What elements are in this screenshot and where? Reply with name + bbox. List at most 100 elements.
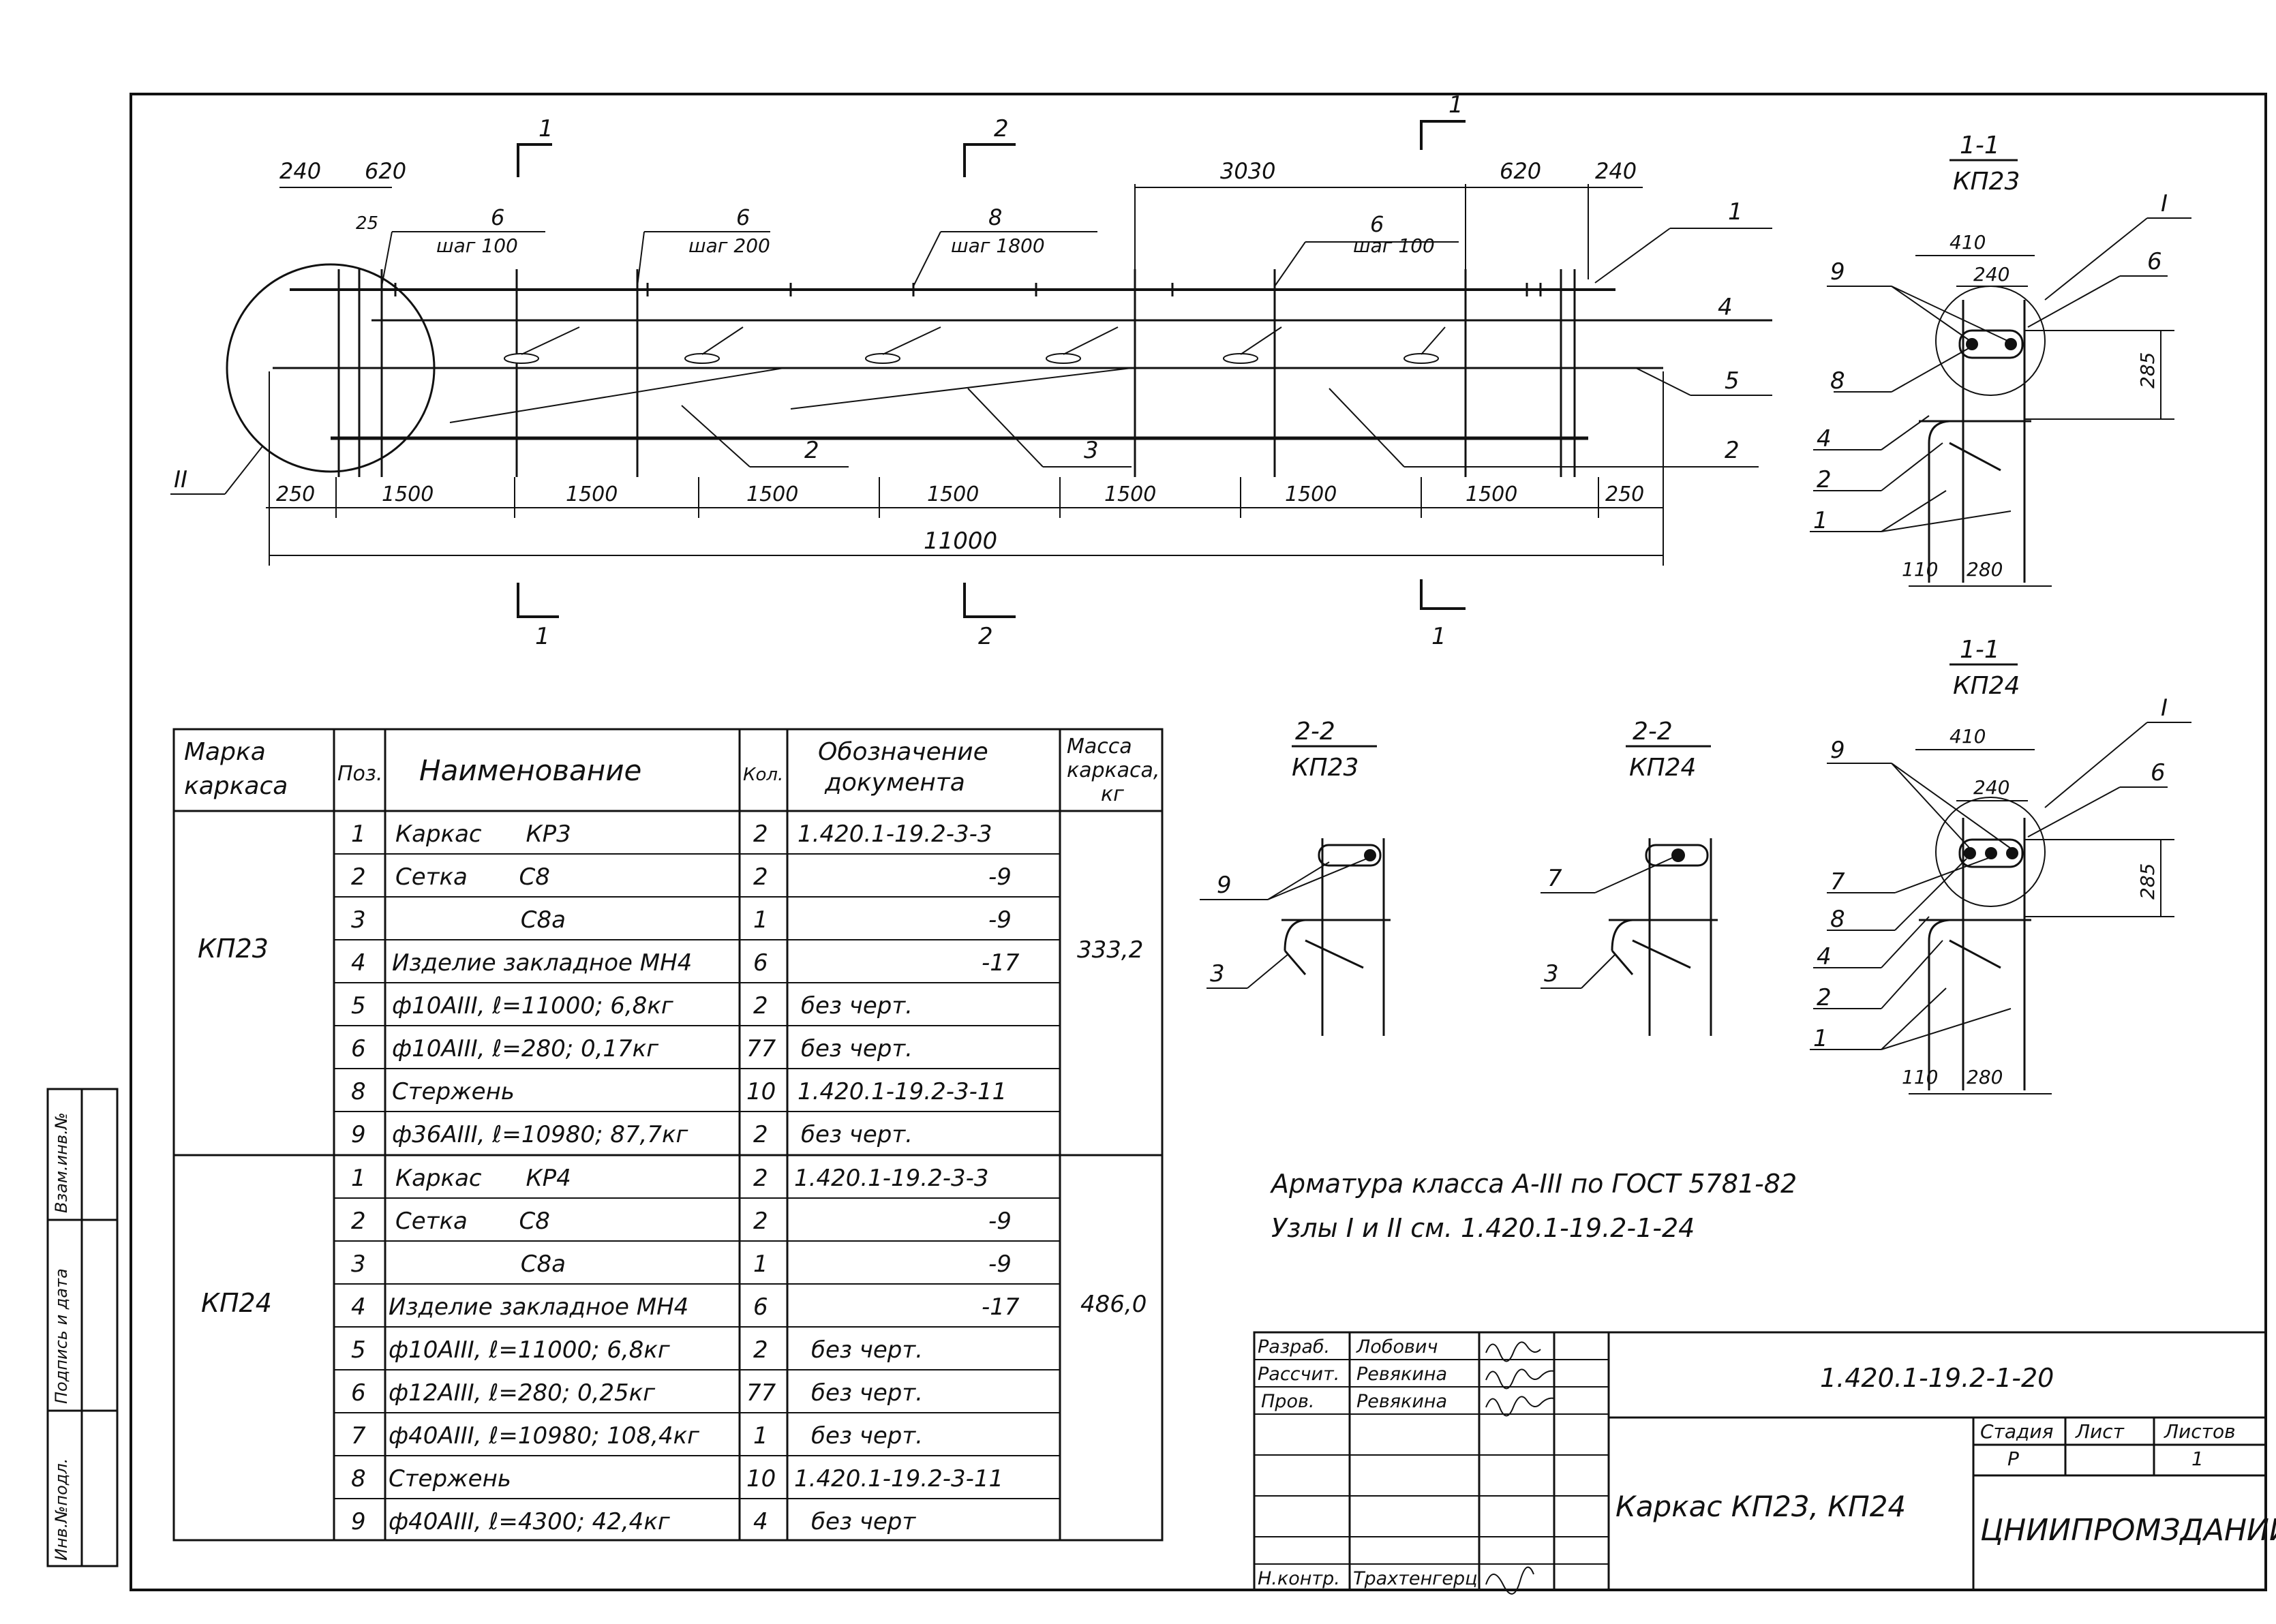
- s11-kp23-b2: 280: [1967, 558, 2003, 581]
- g1-r7-name: Стержень: [392, 1078, 515, 1105]
- note-line-1: Арматура класса А-III по ГОСТ 5781-82: [1269, 1169, 1797, 1199]
- g2-r8-pos: 8: [351, 1465, 366, 1492]
- hdr-name: Наименование: [419, 754, 641, 787]
- g1-mass: 333,2: [1077, 936, 1143, 964]
- cut-bottom-2: 2: [978, 623, 993, 650]
- s11-kp23-mark-2: 2: [1817, 466, 1832, 493]
- g1-r6-doc: без черт.: [801, 1035, 913, 1062]
- bottom-dim-7: 1500: [1285, 482, 1337, 506]
- g2-r5-doc: без черт.: [811, 1336, 923, 1364]
- g2-mark: КП24: [201, 1288, 272, 1318]
- g1-r5-qty: 2: [753, 992, 768, 1020]
- g1-r4-name: Изделие закладное МН4: [392, 949, 692, 977]
- bottom-mark-3: 3: [1084, 437, 1099, 464]
- g1-mark: КП23: [198, 934, 269, 964]
- side-stamp-label-2: Подпись и дата: [52, 1268, 71, 1404]
- g2-r7-name: ф40АIII, ℓ=10980; 108,4кг: [389, 1422, 700, 1450]
- g1-r4-pos: 4: [351, 949, 366, 977]
- s11-kp24-mark-1: 1: [1813, 1025, 1828, 1052]
- g1-r3-doc: -9: [988, 906, 1012, 934]
- g1-r8-pos: 9: [351, 1121, 366, 1148]
- s11-kp24-node: I: [2161, 694, 2168, 722]
- tb-role-3: Пров.: [1261, 1391, 1314, 1412]
- g2-r2-doc: -9: [988, 1208, 1012, 1235]
- top-dim-4: 620: [1500, 158, 1541, 184]
- bottom-dim-1: 250: [276, 482, 315, 506]
- s11-kp24-sub: КП24: [1953, 672, 2020, 700]
- right-mark-4: 4: [1718, 294, 1733, 321]
- g1-r4-doc: -17: [982, 949, 1020, 977]
- hdr-mark-1: Марка: [184, 738, 266, 766]
- g1-r5-pos: 5: [351, 992, 366, 1020]
- g2-r1-doc: 1.420.1-19.2-3-3: [794, 1165, 989, 1192]
- g2-r3-name: С8а: [395, 1251, 566, 1278]
- g2-r2-qty: 2: [753, 1208, 768, 1235]
- s11-kp23-title: 1-1: [1960, 132, 2000, 159]
- g1-r1-pos: 1: [351, 821, 366, 848]
- g2-mass: 486,0: [1080, 1291, 1147, 1318]
- g1-r1-name: Каркас КР3: [395, 821, 571, 848]
- s11-kp23-node: I: [2161, 190, 2168, 217]
- g2-r5-name: ф10АIII, ℓ=11000; 6,8кг: [389, 1336, 671, 1364]
- sheet-frame: [130, 93, 2267, 1591]
- right-mark-1: 1: [1728, 198, 1743, 226]
- section-1-1-kp23: 1-1 КП23 410 240 285 110 280: [1810, 132, 2191, 587]
- s11-kp23-mark-6: 6: [2147, 248, 2162, 275]
- note-line-2: Узлы I и II см. 1.420.1-19.2-1-24: [1271, 1213, 1695, 1243]
- g1-r1-doc: 1.420.1-19.2-3-3: [798, 821, 992, 848]
- hdr-doc-1: Обозначение: [818, 738, 988, 766]
- stirrups: [337, 269, 1576, 477]
- s22-kp23-title: 2-2: [1295, 718, 1335, 746]
- s11-kp24-mark-2: 2: [1817, 984, 1832, 1011]
- s22-kp24-title: 2-2: [1633, 718, 1673, 746]
- node-ii-circle: [226, 263, 436, 473]
- cut-top-2: 2: [994, 115, 1009, 142]
- spec-table: Марка каркаса Поз. Наименование Кол. Обо…: [172, 728, 1164, 1542]
- g1-r6-name: ф10АIII, ℓ=280; 0,17кг: [392, 1035, 659, 1062]
- s11-kp23-mark-4: 4: [1817, 425, 1832, 453]
- tb-code: 1.420.1-19.2-1-20: [1820, 1363, 2054, 1393]
- g2-r6-doc: без черт.: [811, 1379, 923, 1407]
- bottom-dim-3: 1500: [566, 482, 618, 506]
- s11-kp23-sub: КП23: [1953, 168, 2020, 196]
- bottom-dim-8: 1500: [1466, 482, 1517, 506]
- g2-r8-doc: 1.420.1-19.2-3-11: [794, 1465, 1003, 1492]
- tb-sheet-label: Лист: [2075, 1420, 2125, 1443]
- tb-name-1: Лобович: [1356, 1336, 1438, 1358]
- g2-r3-pos: 3: [351, 1251, 366, 1278]
- small-dim: 25: [356, 213, 378, 234]
- right-mark-5: 5: [1725, 367, 1740, 395]
- tb-stage-label: Стадия: [1980, 1420, 2053, 1443]
- callout-2-pos: 6: [736, 204, 750, 230]
- embedded-plates: [504, 353, 1439, 364]
- g2-r1-qty: 2: [753, 1165, 768, 1192]
- bottom-mark-2: 2: [804, 437, 819, 464]
- g2-r4-qty: 6: [753, 1293, 768, 1321]
- s22-kp23-sub: КП23: [1292, 754, 1359, 782]
- g2-r4-name: Изделие закладное МН4: [389, 1293, 688, 1321]
- s11-kp24-h: 285: [2136, 863, 2159, 900]
- tb-role-1: Разраб.: [1258, 1336, 1330, 1358]
- g1-r3-name: С8а: [395, 906, 566, 934]
- top-dim-3: 3030: [1220, 158, 1275, 184]
- g2-r1-pos: 1: [351, 1165, 366, 1192]
- tb-name-7: Трахтенгерц: [1353, 1568, 1477, 1589]
- signatures: [1485, 1341, 1555, 1595]
- s22-kp24-sub: КП24: [1629, 754, 1696, 782]
- s11-kp23-h: 285: [2136, 352, 2159, 388]
- tb-stage: Р: [2007, 1447, 2019, 1470]
- g2-r7-doc: без черт.: [811, 1422, 923, 1450]
- cut-top-3: 1: [1448, 91, 1463, 119]
- bottom-dim-4: 1500: [746, 482, 798, 506]
- s11-kp24-w1: 410: [1949, 725, 1986, 748]
- g1-r2-pos: 2: [351, 863, 366, 891]
- g2-r7-qty: 1: [753, 1422, 768, 1450]
- s11-kp24-mark-7: 7: [1830, 868, 1845, 895]
- tb-sheets: 1: [2191, 1447, 2204, 1470]
- g2-r6-pos: 6: [351, 1379, 366, 1407]
- tb-name-2: Ревякина: [1356, 1364, 1447, 1385]
- g2-r9-qty: 4: [753, 1508, 768, 1535]
- cut-bottom-1: 1: [535, 623, 550, 650]
- s11-kp24-w2: 240: [1973, 776, 2009, 799]
